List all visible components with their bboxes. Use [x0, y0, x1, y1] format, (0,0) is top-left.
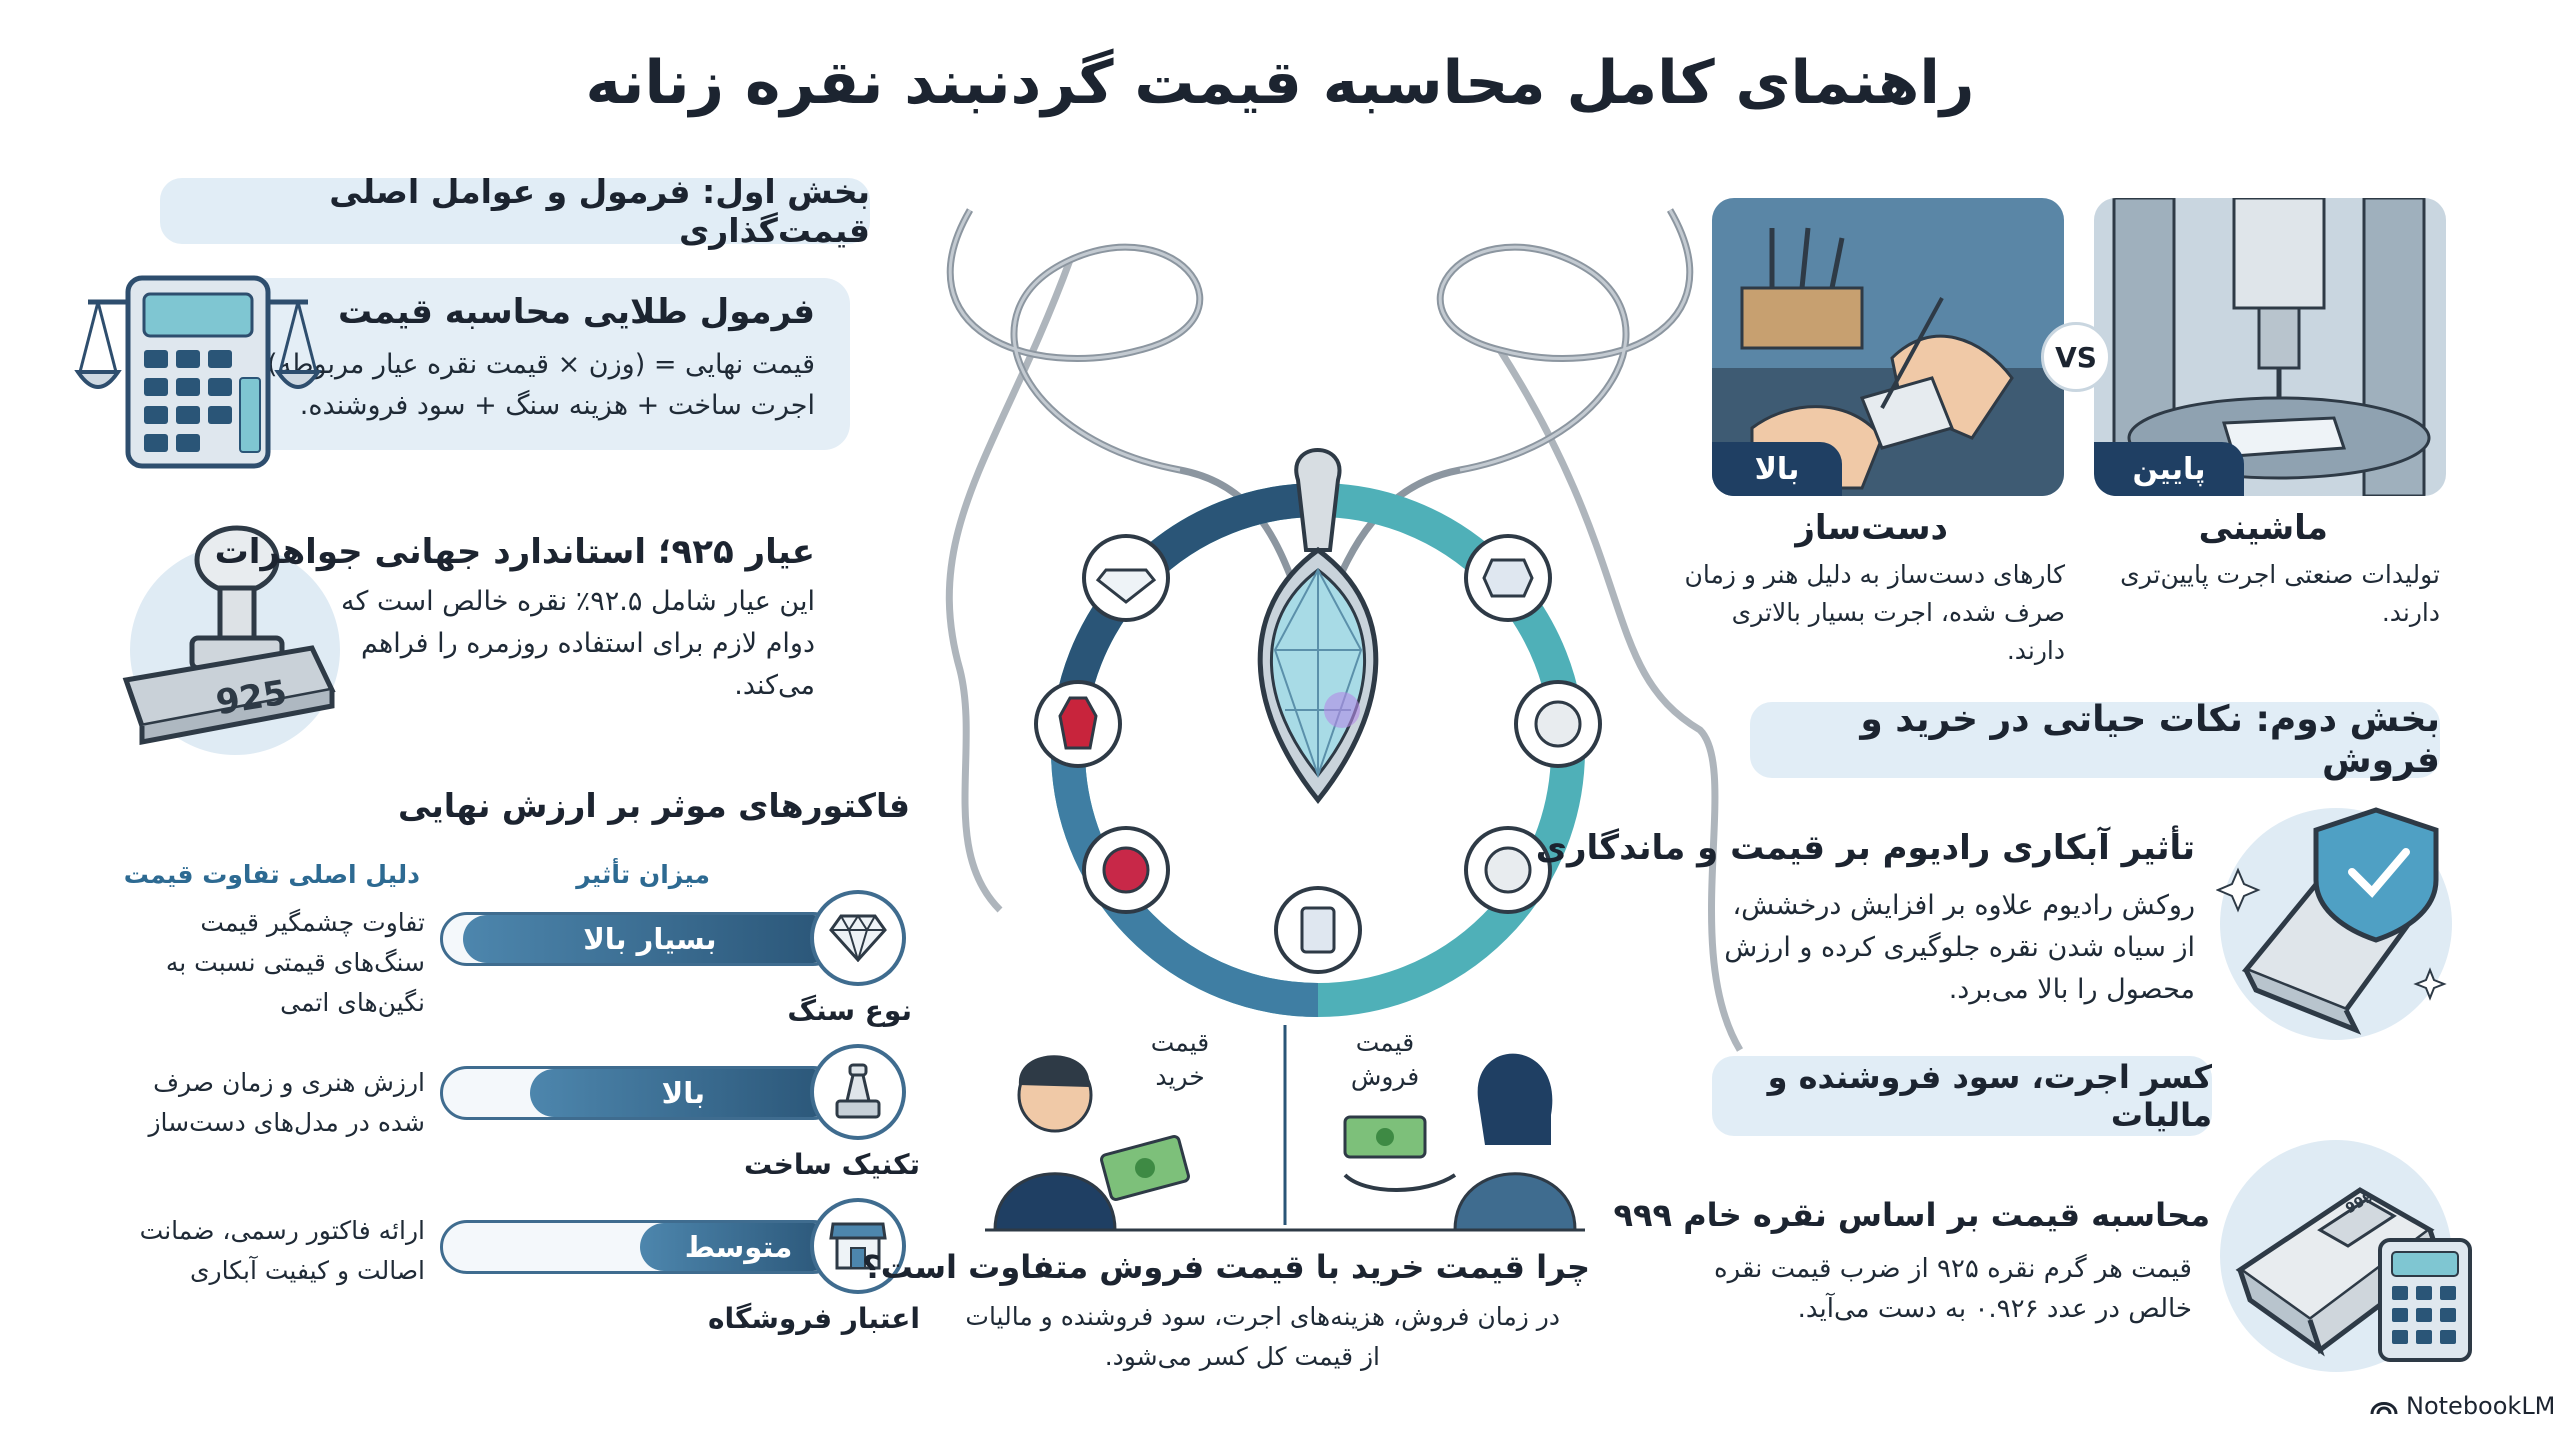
- page-title: راهنمای کامل محاسبه قیمت گردنبند نقره زن…: [585, 48, 1975, 118]
- machine-image: پایین: [2094, 198, 2446, 496]
- factor-label-store: اعتبار فروشگاه: [708, 1302, 920, 1335]
- impact-bar-store: متوسط: [440, 1220, 840, 1274]
- sell-label-line2: فروش: [1350, 1062, 1420, 1091]
- handmade-image: بالا: [1712, 198, 2064, 496]
- factor-reason-store-1: ارائه فاکتور رسمی، ضمانت: [139, 1216, 425, 1245]
- factor-reason-stone-2: سنگ‌های قیمتی نسبت به: [165, 948, 425, 977]
- buy-price-label: قیمت خرید: [1140, 1026, 1220, 1094]
- stone-type-icon-ring: [810, 890, 906, 986]
- rhodium-title: تأثیر آبکاری رادیوم بر قیمت و ماندگاری: [1535, 828, 2195, 868]
- diamond-icon: [829, 914, 887, 962]
- rhodium-line3: محصول را بالا می‌برد.: [1948, 974, 2195, 1005]
- part2-heading: بخش دوم: نکات حیاتی در خرید و فروش: [1750, 699, 2440, 781]
- store-icon-ring: [810, 1198, 906, 1294]
- impact-fill-technique: بالا: [529, 1069, 837, 1117]
- rhodium-shield-icon: [2216, 807, 2447, 1035]
- formula-line2: اجرت ساخت + هزینه سنگ + سود فروشنده.: [299, 390, 815, 421]
- formula-line1: قیمت نهایی = (وزن × قیمت نقره عیار مربوط…: [235, 349, 815, 380]
- factor-reason-technique-2: شده در مدل‌های دست‌ساز: [148, 1108, 425, 1137]
- standard-line2: دوام لازم برای استفاده روزمره را فراهم: [361, 628, 815, 659]
- machine-line2: دارند.: [2381, 598, 2440, 627]
- factor-label-stone: نوع سنگ: [787, 994, 912, 1027]
- buy-sell-line1: در زمان فروش، هزینه‌های اجرت، سود فروشند…: [965, 1302, 1560, 1331]
- deduction-pill: کسر اجرت، سود فروشنده و مالیات: [1712, 1056, 2212, 1136]
- factor-reason-technique-1: ارزش هنری و زمان صرف: [153, 1068, 425, 1097]
- calculator-scales-icon: [74, 275, 322, 469]
- store-icon: [829, 1222, 887, 1270]
- handmade-crafting-icon: [1712, 227, 2064, 496]
- machine-tag: پایین: [2094, 442, 2244, 496]
- buy-label-line2: خرید: [1155, 1062, 1205, 1091]
- standard-title: عیار ۹۲۵؛ استاندارد جهانی جواهرات: [214, 532, 815, 572]
- factor-reason-stone-1: تفاوت چشمگیر قیمت: [200, 908, 425, 937]
- buy-sell-illustration: [985, 1025, 1585, 1232]
- handmade-line1: کارهای دست‌ساز به دلیل هنر و زمان: [1684, 560, 2065, 589]
- machine-title: ماشینی: [2198, 508, 2328, 548]
- impact-bar-stone: بسیار بالا: [440, 912, 840, 966]
- cnc-machine-icon: [2112, 198, 2431, 496]
- standard-line1: این عیار شامل ۹۲.۵٪ نقره خالص است که: [341, 586, 815, 617]
- handmade-tag: بالا: [1712, 442, 1842, 496]
- buy-sell-question: چرا قیمت خرید با قیمت فروش متفاوت است؟: [862, 1248, 1590, 1286]
- impact-fill-stone: بسیار بالا: [462, 915, 837, 963]
- factors-col-reason: دلیل اصلی تفاوت قیمت: [123, 860, 420, 889]
- factor-reason-stone-3: نگین‌های اتمی: [280, 988, 425, 1017]
- rhodium-line2: از سیاه شدن نقره جلوگیری کرده و ارزش: [1724, 932, 2195, 963]
- factors-title: فاکتورهای موثر بر ارزش نهایی: [398, 786, 910, 825]
- brand-text: NotebookLM: [2406, 1392, 2556, 1420]
- technique-icon-ring: [810, 1044, 906, 1140]
- stamp-icon: [122, 525, 336, 746]
- raw-silver-line1: قیمت هر گرم نقره ۹۲۵ از ضرب قیمت نقره: [1714, 1254, 2192, 1284]
- impact-bar-technique: بالا: [440, 1066, 840, 1120]
- factor-reason-store-2: اصالت و کیفیت آبکاری: [189, 1256, 425, 1285]
- notebooklm-logo-icon: [2370, 1402, 2398, 1415]
- vs-badge: VS: [2041, 322, 2111, 392]
- factors-col-impact: میزان تأثیر: [576, 860, 710, 889]
- handmade-line2: صرف شده، اجرت بسیار بالاتری: [1731, 598, 2065, 627]
- handmade-line3: دارند.: [2006, 636, 2065, 665]
- brand: NotebookLM: [2370, 1392, 2555, 1420]
- impact-fill-store: متوسط: [640, 1223, 837, 1271]
- formula-title: فرمول طلایی محاسبه قیمت: [338, 292, 815, 332]
- necklace-illustration: [945, 208, 1744, 1052]
- factor-label-technique: تکنیک ساخت: [744, 1148, 920, 1181]
- handmade-title: دست‌ساز: [1795, 508, 1948, 548]
- sell-label-line1: قیمت: [1355, 1028, 1415, 1057]
- buy-label-line1: قیمت: [1150, 1028, 1210, 1057]
- standard-line3: می‌کند.: [734, 670, 815, 701]
- raw-silver-title: محاسبه قیمت بر اساس نقره خام ۹۹۹: [1613, 1196, 2210, 1234]
- machine-line1: تولیدات صنعتی اجرت پایین‌تری: [2120, 560, 2440, 589]
- raw-silver-line2: خالص در عدد ۰.۹۲۶ به دست می‌آید.: [1797, 1294, 2192, 1324]
- sell-price-label: قیمت فروش: [1340, 1026, 1430, 1094]
- stamp-tool-icon: [835, 1063, 881, 1119]
- part1-heading: بخش اول: فرمول و عوامل اصلی قیمت‌گذاری: [160, 172, 870, 250]
- buy-sell-line2: از قیمت کل کسر می‌شود.: [1104, 1342, 1380, 1371]
- rhodium-line1: روکش رادیوم علاوه بر افزایش درخشش،: [1732, 890, 2195, 921]
- silver-bar-calculator-icon: [2235, 1187, 2472, 1362]
